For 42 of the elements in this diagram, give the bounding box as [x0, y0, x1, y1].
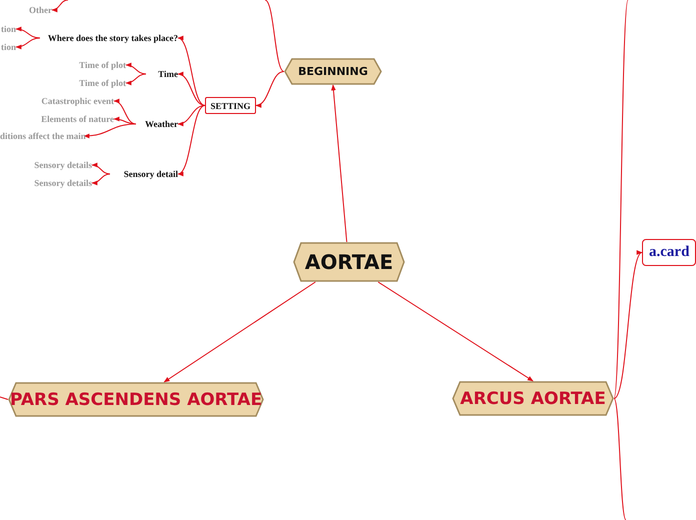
topic-label: Other [29, 5, 52, 15]
topic-label: Time of plot [79, 60, 126, 70]
topic-label: Time of plot [79, 78, 126, 88]
node-title: BEGINNING [298, 65, 368, 78]
topic-label: Catastrophic event [41, 96, 114, 106]
topic-box: a.card [642, 239, 696, 266]
connector-arrow [125, 63, 146, 74]
connector-arrow [177, 38, 206, 106]
connector-arrow [378, 282, 534, 382]
connector-arrow [91, 163, 110, 174]
node-title: ARCUS AORTAE [460, 388, 606, 408]
topic-label: Sensory details [34, 178, 92, 188]
node-title: AORTAE [304, 250, 394, 274]
connector-arrow [51, 0, 68, 12]
connector-arrow [125, 74, 146, 85]
topic-label: Sensory details [34, 160, 92, 170]
node-title: PARS ASCENDENS AORTAE [10, 390, 262, 410]
topic-box: SETTING [205, 97, 256, 114]
connector-arrow [113, 100, 136, 124]
hexagon-node [452, 381, 614, 416]
topic-label: Sensory detail [124, 169, 178, 179]
connector-arrow [614, 252, 642, 399]
topic-label: Time [158, 69, 178, 79]
connector-arrow [15, 26, 40, 38]
connector-arrow [331, 84, 348, 242]
topic-label: Elements of nature [41, 114, 114, 124]
hexagon-node [293, 242, 405, 282]
topic-label: tion [0, 42, 16, 52]
connector-arrow [177, 105, 206, 126]
connector-arrow [164, 282, 316, 382]
connector-arrow [177, 105, 206, 174]
topic-label: Where does the story takes place? [48, 33, 178, 43]
connector-arrow [177, 72, 206, 106]
topic-label: tion [0, 24, 16, 34]
topic-label: ditions affect the main [0, 131, 86, 141]
connector-arrow [255, 71, 284, 107]
hexagon-node [284, 58, 382, 85]
connector-arrow [91, 174, 110, 185]
connector-arrow [83, 124, 136, 138]
topic-label: Weather [145, 119, 178, 129]
connector-arrow [15, 38, 40, 50]
connector-arrow [113, 116, 136, 124]
